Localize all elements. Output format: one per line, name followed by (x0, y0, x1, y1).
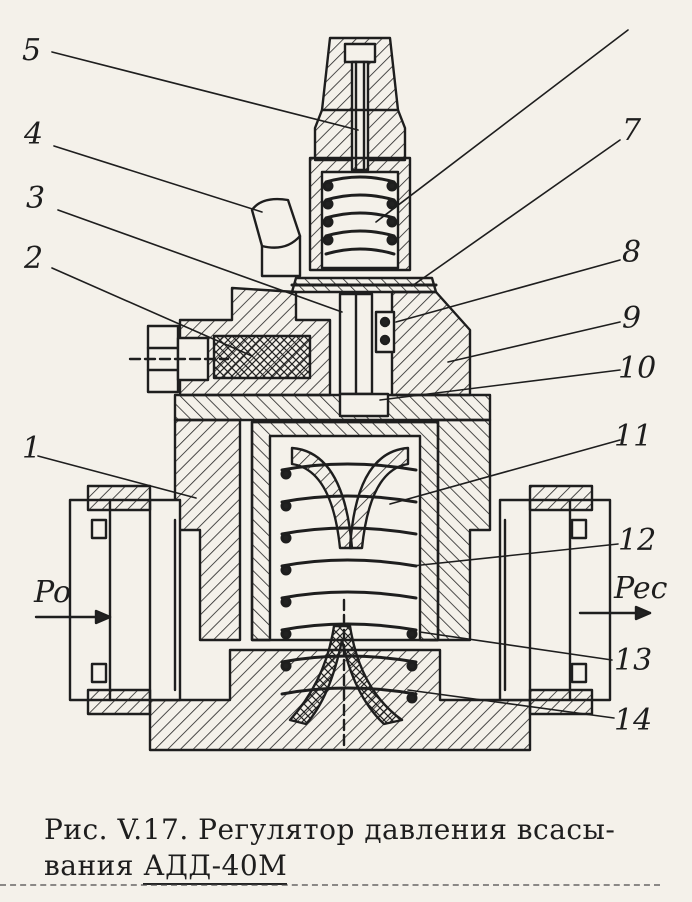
piston-cone (290, 446, 410, 550)
callout-1: 1 (22, 431, 41, 466)
caption-line-1: Рис. V.17. Регулятор давления всасы- (44, 813, 616, 846)
bottom-rule (0, 884, 660, 886)
callout-12: 12 (618, 523, 656, 558)
main-spring (280, 462, 418, 704)
leader-lines (37, 29, 629, 719)
callout-14: 14 (614, 703, 652, 738)
callout-2: 2 (23, 241, 43, 276)
callout-3: 3 (26, 181, 45, 216)
side-bolt (128, 324, 230, 394)
outlet-arrow (578, 605, 652, 621)
valve-stem (338, 292, 396, 418)
electrical-plug (250, 197, 302, 278)
caption-model-name: АДД-40М (143, 849, 288, 885)
lower-body (148, 418, 532, 752)
figure-caption: Рис. V.17. Регулятор давления всасы- ван… (44, 812, 654, 885)
caption-line-2-prefix: вания (44, 849, 144, 882)
caption-line-2: вания АДД-40М (44, 848, 654, 885)
callout-13: 13 (614, 643, 652, 678)
adjusting-cap (313, 36, 407, 172)
upper-spring (322, 175, 398, 256)
callout-7: 7 (622, 113, 642, 148)
callout-4: 4 (23, 117, 43, 152)
solenoid-coil (212, 334, 312, 380)
callout-10: 10 (618, 351, 656, 386)
callout-9: 9 (622, 301, 641, 336)
callout-11: 11 (614, 419, 652, 454)
inlet-flange (68, 484, 182, 716)
outlet-pressure-label: Pec (613, 571, 668, 606)
inlet-pressure-label: Po (33, 575, 71, 610)
outlet-flange (498, 484, 612, 716)
bottom-cone (288, 598, 404, 747)
inlet-arrow (34, 609, 112, 625)
callout-8: 8 (622, 235, 641, 270)
callout-5: 5 (22, 33, 41, 68)
